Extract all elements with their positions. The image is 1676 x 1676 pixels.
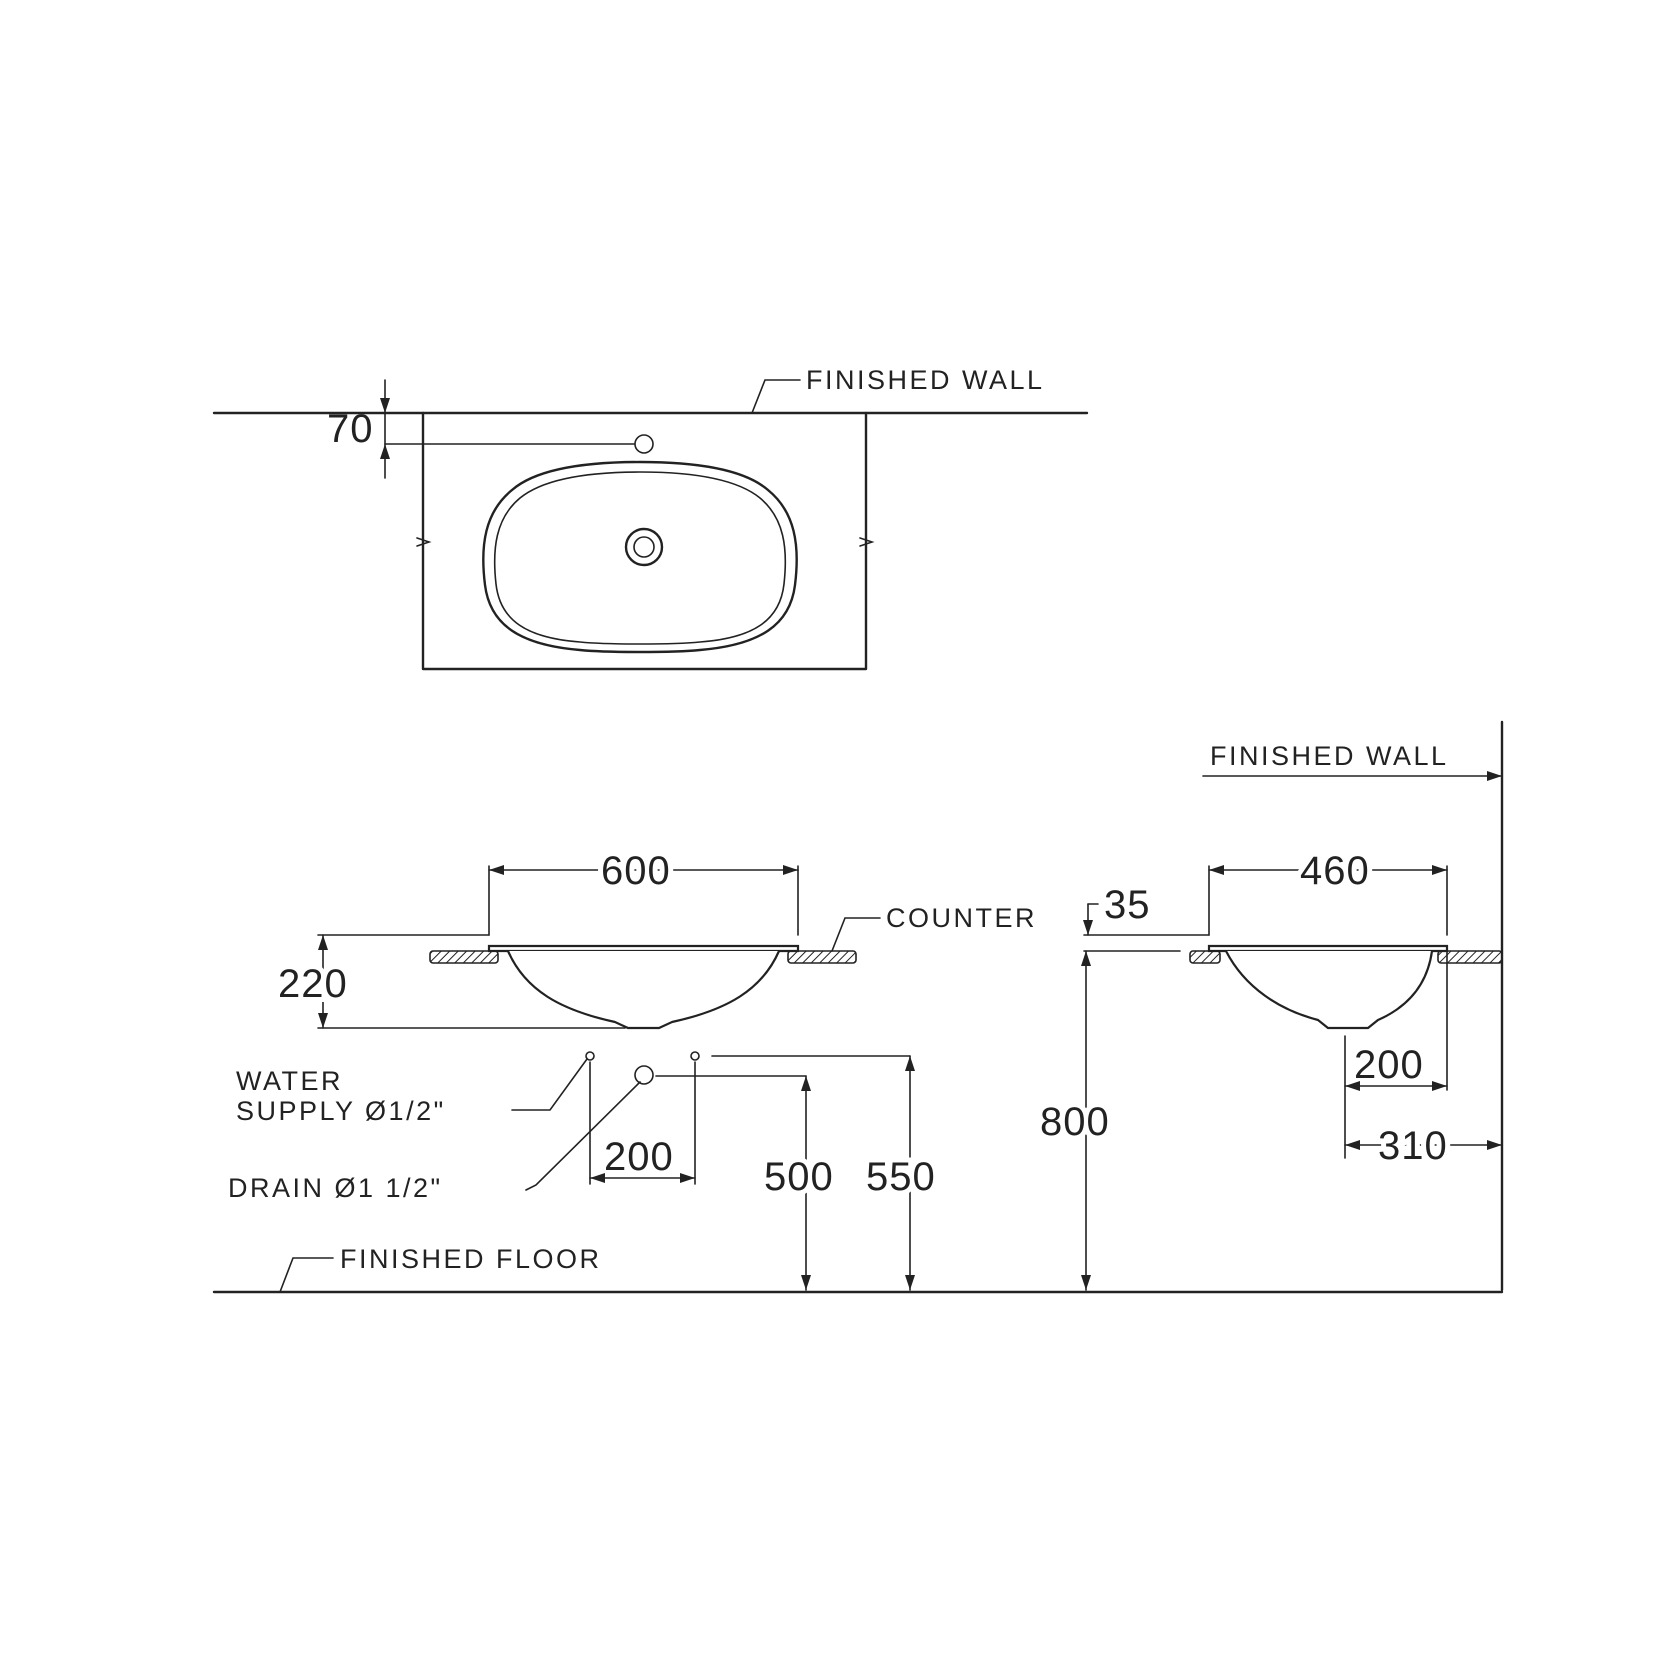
counter-outline-plan bbox=[421, 411, 868, 671]
dim-220-arrow-top bbox=[318, 935, 328, 950]
dim-35-text: 35 bbox=[1104, 883, 1151, 927]
drain-leader bbox=[525, 1081, 641, 1191]
basin-bowl-side bbox=[1225, 950, 1434, 1030]
dim-70-text: 70 bbox=[327, 407, 374, 451]
drain-hole-inner-plan bbox=[633, 536, 655, 558]
dim-220-arrow-bottom bbox=[318, 1013, 328, 1028]
dim-600-text: 600 bbox=[601, 849, 671, 893]
counter-slab-left bbox=[429, 950, 499, 964]
break-mark-left bbox=[416, 537, 432, 547]
dim-550-arrow-bottom bbox=[905, 1275, 915, 1290]
water-supply-label-line2: SUPPLY Ø1/2" bbox=[236, 1096, 446, 1126]
dim-310-text: 310 bbox=[1378, 1124, 1448, 1168]
basin-rim-side bbox=[1207, 944, 1449, 953]
finished-wall-label-side: FINISHED WALL bbox=[1210, 741, 1449, 771]
dim-550-arrow-top bbox=[905, 1056, 915, 1071]
dim-600-arrow-right bbox=[783, 865, 798, 875]
basin-inner-plan bbox=[493, 471, 787, 645]
dim-310-arrow-right bbox=[1487, 1140, 1502, 1150]
finished-wall-side-arrow bbox=[1487, 771, 1502, 781]
dim-550-text: 550 bbox=[866, 1155, 936, 1199]
finished-floor-label: FINISHED FLOOR bbox=[340, 1244, 602, 1274]
counter-slab-right bbox=[787, 950, 857, 964]
dim-200-front-text: 200 bbox=[604, 1135, 674, 1179]
basin-rim-front bbox=[487, 944, 800, 953]
basin-outer-plan bbox=[482, 460, 798, 654]
dim-460-arrow-left bbox=[1209, 865, 1224, 875]
finished-floor-leader bbox=[279, 1257, 334, 1293]
dim-35-arrow bbox=[1083, 920, 1093, 935]
dim-460-text: 460 bbox=[1300, 849, 1370, 893]
counter-slab-side-right bbox=[1437, 950, 1503, 964]
dim-200-front-arrow-left bbox=[590, 1173, 605, 1183]
dim-200-side-arrow-right bbox=[1432, 1081, 1447, 1091]
dim-200-side-arrow-left bbox=[1345, 1081, 1360, 1091]
dim-460-arrow-right bbox=[1432, 865, 1447, 875]
dim-220-text: 220 bbox=[278, 962, 348, 1006]
dim-500-text: 500 bbox=[764, 1155, 834, 1199]
dim-200-side-text: 200 bbox=[1354, 1043, 1424, 1087]
counter-leader bbox=[831, 917, 881, 952]
finished-wall-label-top: FINISHED WALL bbox=[806, 365, 1045, 395]
counter-slab-side-left bbox=[1189, 950, 1221, 964]
water-supply-point-left bbox=[585, 1051, 595, 1061]
dim-800-arrow-bottom bbox=[1081, 1275, 1091, 1290]
basin-bowl-front bbox=[506, 950, 781, 1030]
drain-hole-plan bbox=[624, 527, 664, 567]
finished-wall-leader-top bbox=[751, 379, 801, 414]
break-mark-right bbox=[859, 537, 875, 547]
plan-view: FINISHED WALL 70 bbox=[212, 365, 1089, 671]
drain-point bbox=[634, 1065, 654, 1085]
dim-800-text: 800 bbox=[1040, 1100, 1110, 1144]
side-elevation: FINISHED WALL 460 35 800 200 bbox=[1035, 720, 1504, 1292]
dim-200-front-arrow-right bbox=[680, 1173, 695, 1183]
drain-label: DRAIN Ø1 1/2" bbox=[228, 1173, 443, 1203]
dim-500-arrow-top bbox=[801, 1076, 811, 1091]
water-supply-point-right bbox=[690, 1051, 700, 1061]
dim-70-arrow-top bbox=[380, 398, 390, 413]
floor: FINISHED FLOOR bbox=[212, 1244, 1504, 1294]
dim-600-arrow-left bbox=[489, 865, 504, 875]
dim-310-arrow-left bbox=[1345, 1140, 1360, 1150]
tap-hole-plan bbox=[634, 434, 654, 454]
dim-800-arrow-top bbox=[1081, 951, 1091, 966]
dim-70-arrow-bottom bbox=[380, 444, 390, 459]
water-supply-leader bbox=[511, 1058, 588, 1111]
front-elevation: 600 COUNTER 220 WATER SUPPLY Ø1/2" DRAIN… bbox=[228, 844, 1037, 1291]
dim-500-arrow-bottom bbox=[801, 1275, 811, 1290]
water-supply-label-line1: WATER bbox=[236, 1066, 343, 1096]
counter-label: COUNTER bbox=[886, 903, 1037, 933]
